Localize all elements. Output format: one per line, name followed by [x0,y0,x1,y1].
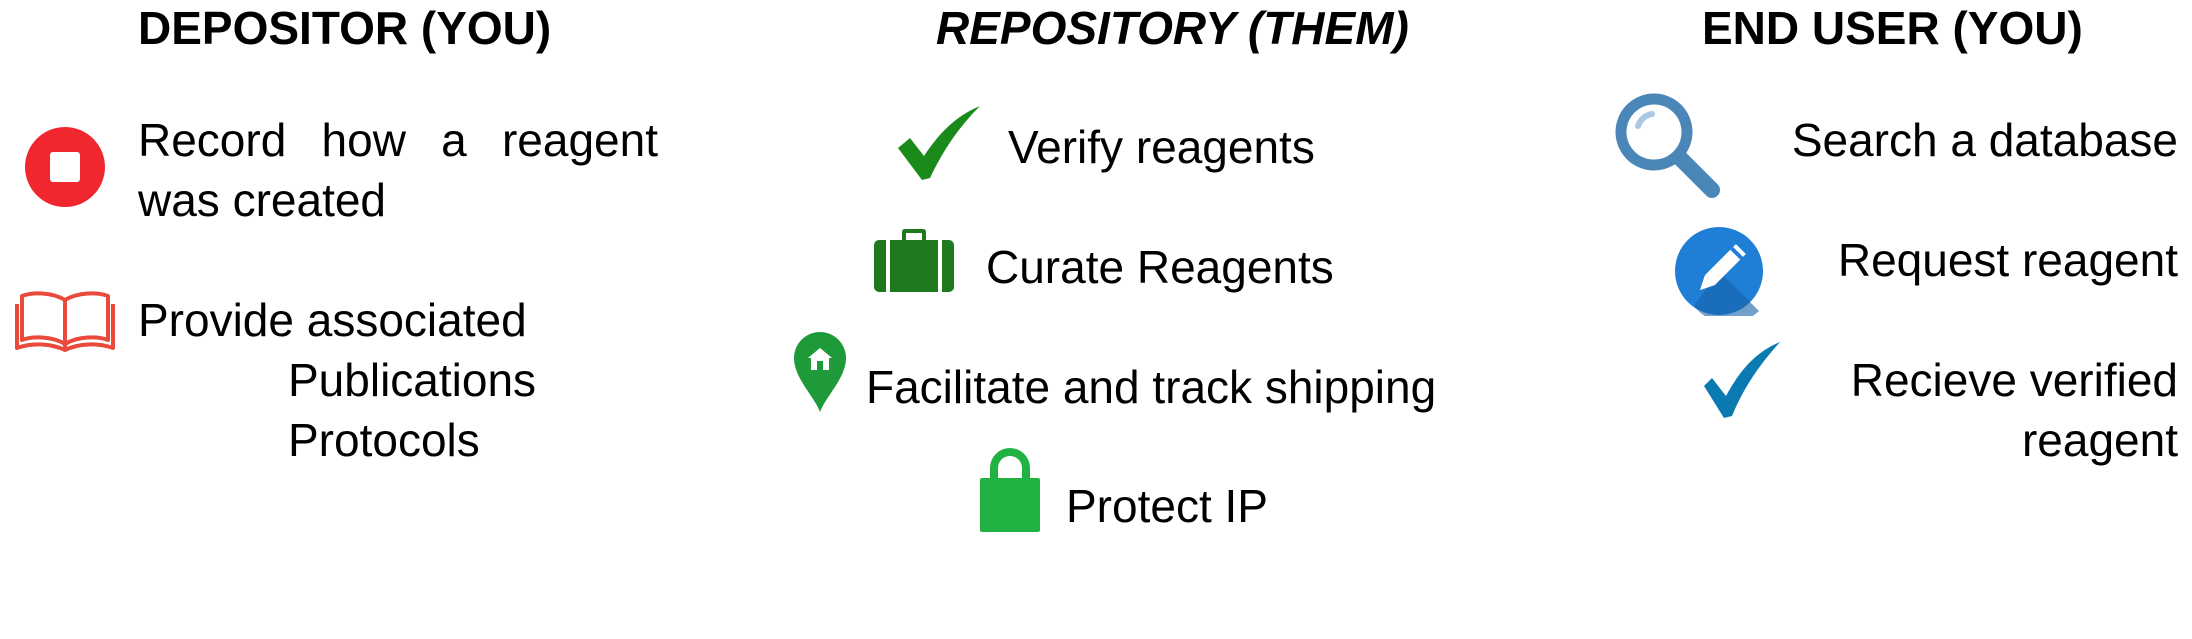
end-user-title: END USER (YOU) [1702,2,2083,54]
protocols-text: Protocols [288,414,480,466]
verify-reagents: Verify reagents [1008,121,1315,173]
curate-reagents: Curate Reagents [986,241,1334,293]
stop-icon [25,127,105,207]
protect-ip: Protect IP [1066,480,1268,532]
facilitate-shipping: Facilitate and track shipping [866,361,1437,413]
book-icon [15,291,115,352]
check-icon [1704,342,1780,418]
record-reagent-line1: Record how a reagent [138,114,658,166]
location-pin-icon [794,332,846,412]
publications-text: Publications [288,354,537,406]
record-reagent-line2: was created [138,174,387,226]
receive-verified: Recieve verified [1850,354,2178,406]
provide-associated: Provide associated [138,294,527,346]
check-icon [898,106,980,180]
search-database: Search a database [1791,114,2178,166]
magnifier-icon [1615,93,1720,198]
depositor-title: DEPOSITOR (YOU) [138,2,552,54]
lock-icon [980,448,1040,532]
briefcase-icon [874,229,954,292]
repository-title: REPOSITORY (THEM) [936,2,1409,54]
pencil-icon [1675,227,1763,316]
request-reagent: Request reagent [1837,234,2178,286]
receive-verified-line2: reagent [2021,414,2178,466]
